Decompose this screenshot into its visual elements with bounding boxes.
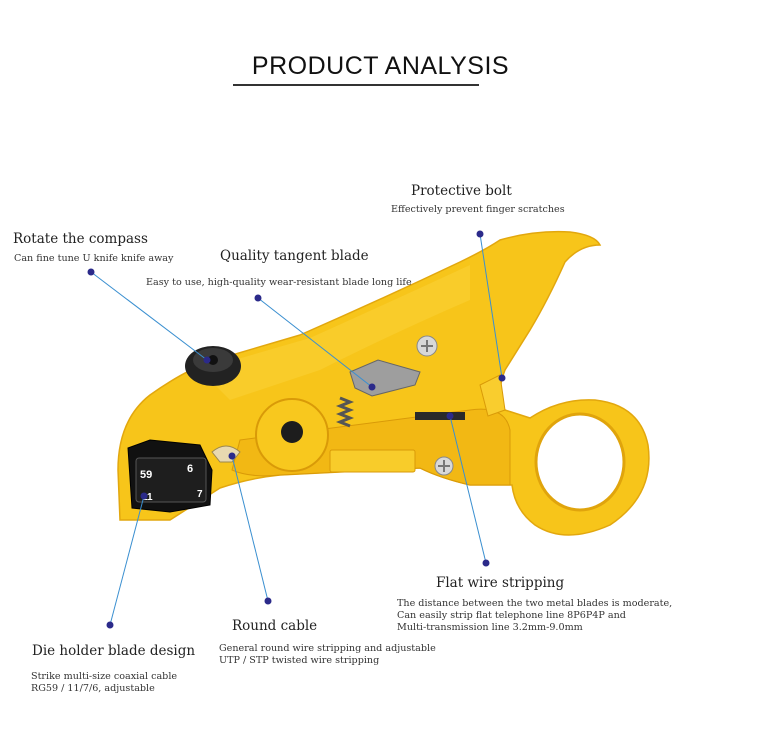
round-cable-desc-line-1: General round wire stripping and adjusta… — [219, 643, 436, 654]
dot-rotate-end — [203, 356, 211, 364]
flat-wire-desc-line-1: The distance between the two metal blade… — [397, 598, 673, 609]
dot-bolt-end — [498, 374, 506, 382]
upper-arm — [200, 265, 470, 400]
flat-wire-desc-line-2: Can easily strip flat telephone line 8P6… — [397, 610, 626, 621]
protective-bolt-desc: Effectively prevent finger scratches — [391, 204, 565, 215]
finger-ring-hole — [534, 412, 626, 512]
leader-line-rotate — [90, 271, 208, 361]
flat-wire-heading: Flat wire stripping — [436, 575, 565, 591]
protective-bolt-guard — [479, 374, 506, 417]
dot-blade-end — [368, 383, 376, 391]
dot-round-end — [264, 597, 272, 605]
dot-rotate-start — [87, 268, 95, 276]
dot-blade-start — [254, 294, 262, 302]
compass-knob-center — [208, 355, 218, 365]
dot-round-start — [228, 452, 236, 460]
leader-line-blade — [257, 297, 373, 388]
rotate-compass-heading: Rotate the compass — [13, 231, 148, 247]
protective-bolt-heading: Protective bolt — [411, 183, 512, 199]
dot-die-end — [106, 621, 114, 629]
rotate-compass-desc: Can fine tune U knife knife away — [14, 253, 174, 264]
die-face — [135, 457, 207, 503]
leader-line-flat — [449, 415, 487, 564]
round-cable-desc-line-2: UTP / STP twisted wire stripping — [219, 655, 380, 666]
round-cable-desc: General round wire stripping and adjusta… — [219, 643, 436, 667]
die-label-7: 7 — [197, 489, 203, 500]
flat-wire-desc-line-3: Multi-transmission line 3.2mm-9.0mm — [397, 622, 583, 633]
die-label-6: 6 — [187, 463, 193, 475]
leader-line-die — [109, 495, 145, 626]
round-cable-heading: Round cable — [232, 618, 318, 634]
die-label-11: 11 — [142, 492, 153, 503]
jaw-slot — [329, 449, 416, 473]
dot-die-start — [140, 492, 148, 500]
title-underline — [233, 84, 479, 86]
die-label-59: 59 — [140, 469, 152, 481]
die-holder-heading: Die holder blade design — [32, 643, 196, 659]
flat-wire-desc: The distance between the two metal blade… — [397, 598, 672, 634]
spring — [335, 396, 355, 428]
dot-flat-start — [446, 412, 454, 420]
leader-line-bolt — [479, 233, 503, 379]
leader-line-round — [231, 455, 269, 602]
page-title: PRODUCT ANALYSIS — [251, 52, 510, 80]
quality-blade-heading: Quality tangent blade — [220, 248, 369, 264]
pivot-pin — [281, 421, 303, 443]
die-holder-desc: Strike multi-size coaxial cable RG59 / 1… — [31, 671, 177, 695]
flat-wire-blade — [415, 412, 465, 420]
die-holder-desc-line-2: RG59 / 11/7/6, adjustable — [31, 683, 155, 694]
dot-flat-end — [482, 559, 490, 567]
dot-bolt-start — [476, 230, 484, 238]
tangent-blade — [349, 359, 421, 397]
quality-blade-desc: Easy to use, high-quality wear-resistant… — [146, 277, 412, 288]
die-holder-desc-line-1: Strike multi-size coaxial cable — [31, 671, 178, 682]
